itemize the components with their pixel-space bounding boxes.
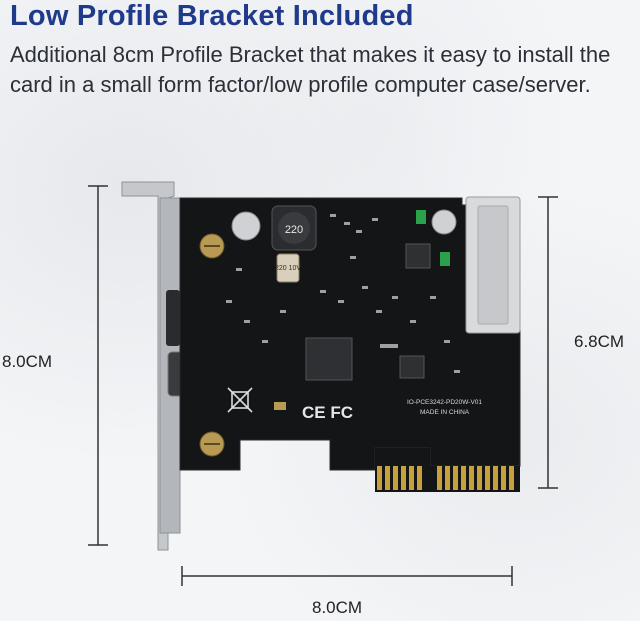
dimension-label-card-width: 8.0CM (312, 598, 363, 617)
dimension-label-card-height: 6.8CM (574, 332, 625, 351)
capacitor-right (431, 209, 457, 235)
capacitor-mid (276, 253, 300, 283)
dimension-label-bracket-height: 8.0CM (2, 352, 53, 371)
gold-fingers (377, 466, 514, 490)
mounting-screw-bottom (199, 431, 225, 457)
dimension-line-right (538, 196, 558, 489)
capacitor-left (231, 211, 261, 241)
description: Additional 8cm Profile Bracket that make… (10, 42, 611, 97)
smd-components (226, 214, 460, 373)
dimension-line-bottom (181, 566, 513, 586)
mounting-screw-top (199, 233, 225, 259)
weee-icon (227, 387, 253, 413)
low-profile-bracket (121, 181, 185, 551)
inductor-label: 220 (285, 224, 303, 236)
made-in-label: MADE IN CHINA (420, 409, 470, 416)
page-title: Low Profile Bracket Included (10, 0, 414, 32)
model-number: IO-PCE3242-PD20W-V01 (407, 399, 482, 406)
pcb-board (179, 196, 521, 492)
dimension-line-left (88, 185, 108, 546)
certification-marks: CE FC (302, 403, 353, 422)
controller-chip (305, 337, 353, 381)
capacitor-label: 220 10V (275, 265, 301, 272)
